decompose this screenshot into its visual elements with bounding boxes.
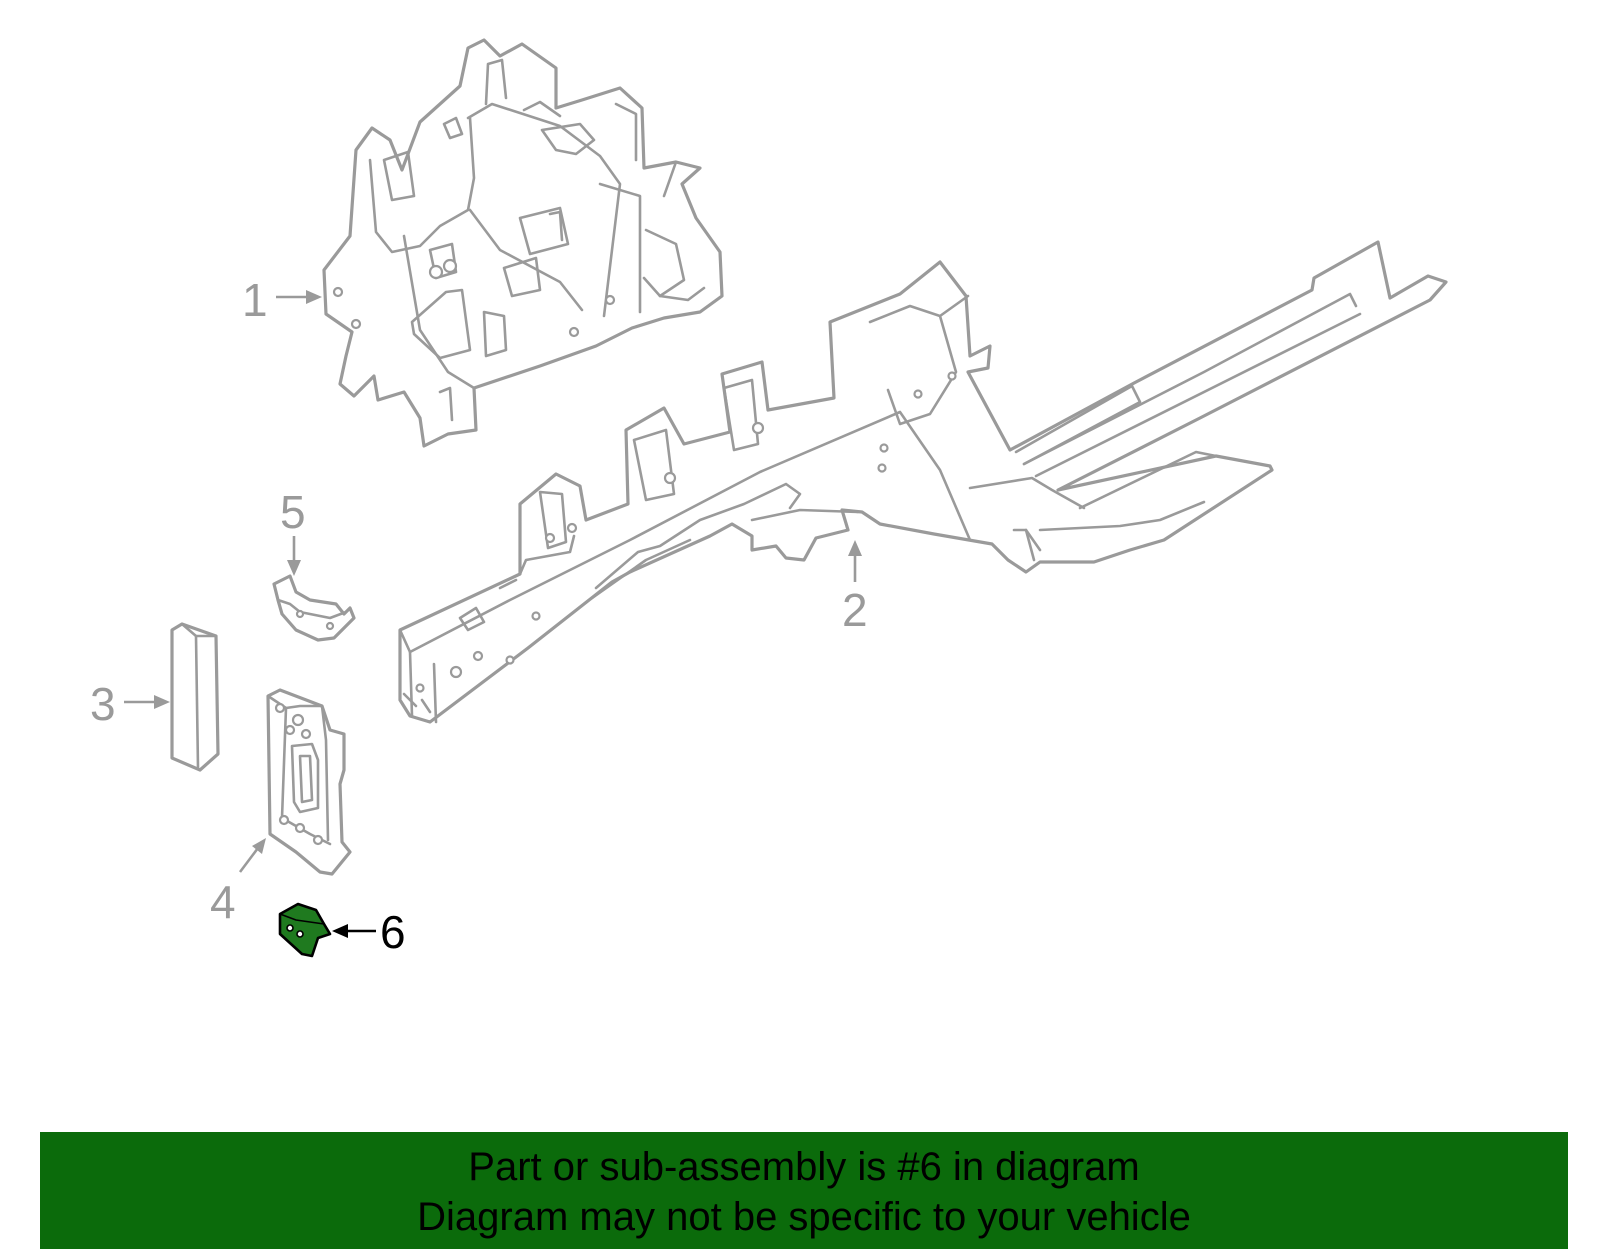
callout-6-number: 6: [380, 906, 406, 958]
callout-3-number: 3: [90, 678, 116, 730]
info-banner: Part or sub-assembly is #6 in diagram Di…: [40, 1132, 1568, 1249]
part-3-reinforcement: [170, 622, 220, 772]
callout-4: 4: [210, 838, 266, 928]
banner-line-part: Part or sub-assembly is #6 in diagram: [468, 1145, 1140, 1189]
part-5-bracket: [272, 574, 356, 642]
part-2-side-member: [398, 240, 1448, 724]
callout-2: 2: [842, 540, 868, 636]
callout-1: 1: [242, 274, 322, 326]
banner-line-disclaimer: Diagram may not be specific to your vehi…: [417, 1195, 1191, 1239]
part-6-bracket-highlighted: [278, 902, 332, 958]
part-4-gusset-plate: [266, 688, 352, 876]
callout-3: 3: [90, 678, 170, 730]
callout-5: 5: [280, 486, 306, 576]
callout-6: 6: [332, 906, 406, 958]
callout-1-number: 1: [242, 274, 268, 326]
part-1-apron-assembly: [322, 38, 724, 448]
callout-2-number: 2: [842, 584, 868, 636]
callout-4-number: 4: [210, 876, 236, 928]
callout-5-number: 5: [280, 486, 306, 538]
